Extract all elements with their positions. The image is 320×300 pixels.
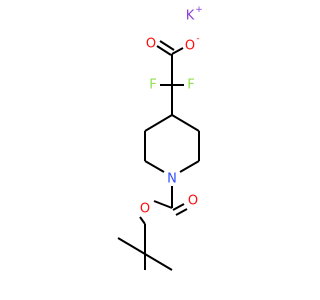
atom-o-carboxyl-double: O — [146, 37, 156, 52]
atom-n-ring: N — [167, 172, 177, 187]
atom-f-left: F — [149, 78, 156, 93]
bond-ring-n-c6 — [179, 160, 200, 173]
atom-k: K — [186, 9, 195, 24]
bond-tbu-methyl-left — [117, 237, 146, 255]
bond-carbamate-c-o-double-b — [175, 208, 188, 216]
bond-ring-c5-c4 — [171, 114, 200, 132]
bond-carboxyl-c-o-single — [171, 47, 184, 55]
chemical-structure: K + O O - F F N O O — [117, 5, 203, 271]
atom-f-right: F — [187, 78, 194, 93]
bond-carbamate-c-o-ester — [153, 200, 173, 209]
charge-o-carboxylate: - — [196, 34, 199, 44]
bond-carbamate-c-o-double-a — [172, 203, 185, 211]
bond-tbu-methyl-right — [144, 253, 173, 271]
charge-k: + — [195, 5, 203, 15]
bond-carboxyl-c-o-double-a — [156, 45, 172, 56]
bond-o-tert-butyl — [139, 216, 146, 225]
atom-o-carbamate-double: O — [188, 194, 198, 209]
bond-ring-c4-c3 — [144, 114, 173, 132]
atom-o-carbamate-ester: O — [140, 202, 150, 217]
bond-ring-c2-n — [144, 160, 165, 173]
bond-carboxyl-c-o-double-b — [159, 40, 175, 51]
atom-o-carboxylate: O — [185, 39, 195, 54]
